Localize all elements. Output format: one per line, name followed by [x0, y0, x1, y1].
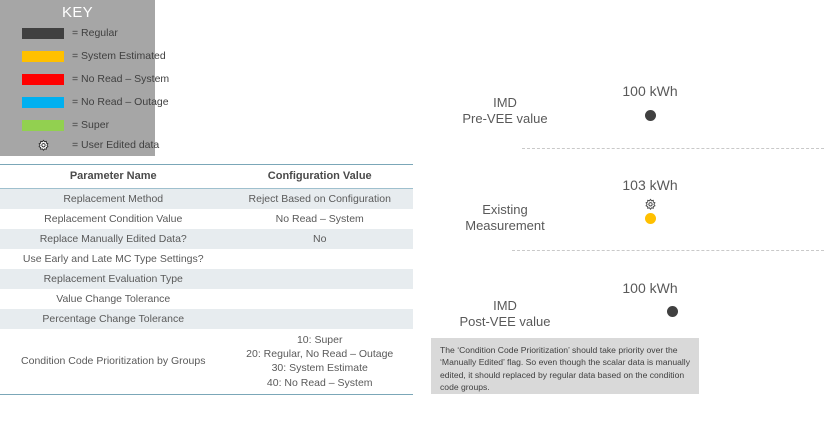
- key-legend-item-super: = Super: [14, 116, 155, 134]
- table-header-row: Parameter Name Configuration Value: [0, 164, 413, 189]
- table-row: Replace Manually Edited Data? No: [0, 229, 413, 249]
- key-legend-label-user-edited: = User Edited data: [72, 139, 160, 151]
- pre-vee-stage-label: IMD Pre-VEE value: [462, 95, 548, 127]
- callout-note: The ‘Condition Code Prioritization’ shou…: [431, 338, 699, 394]
- table-header-parameter-name: Parameter Name: [0, 164, 227, 189]
- color-swatch-no-read-system: [22, 73, 64, 85]
- key-legend-label-system-estimated: = System Estimated: [72, 50, 166, 62]
- table-header-configuration-value: Configuration Value: [226, 164, 413, 189]
- table-cell-parameter-name: Replace Manually Edited Data?: [0, 229, 227, 249]
- color-swatch-regular: [22, 27, 64, 39]
- key-legend-label-no-read-outage: = No Read – Outage: [72, 96, 169, 108]
- table-cell-config-value: [226, 249, 413, 269]
- key-legend-item-no-read-system: = No Read – System: [14, 70, 169, 88]
- key-legend-label-no-read-system: = No Read – System: [72, 73, 170, 85]
- table-cell-config-value: [226, 269, 413, 289]
- color-swatch-no-read-outage: [22, 96, 64, 108]
- table-cell-parameter-name: Replacement Evaluation Type: [0, 269, 227, 289]
- gear-icon-wrapper: [22, 138, 64, 152]
- callout-note-text: The ‘Condition Code Prioritization’ shou…: [440, 345, 691, 393]
- table-row: Condition Code Prioritization by Groups …: [0, 329, 413, 395]
- configuration-parameter-table: Parameter Name Configuration Value Repla…: [0, 164, 413, 395]
- table-cell-parameter-name: Replacement Method: [0, 188, 227, 209]
- table-cell-config-value: No: [226, 229, 413, 249]
- table-cell-config-value: [226, 289, 413, 309]
- key-legend-item-system-estimated: = System Estimated: [14, 47, 166, 65]
- pre-vee-value-label: 100 kWh: [622, 83, 678, 99]
- pre-vee-data-point: [645, 110, 656, 121]
- existing-measurement-data-point: [645, 213, 656, 224]
- divider-line-2: [512, 250, 824, 251]
- divider-line-1: [522, 148, 824, 149]
- existing-measurement-stage-label: Existing Measurement: [465, 202, 545, 234]
- key-legend-box: KEY = Regular = System Estimated = No Re…: [0, 0, 169, 156]
- table-cell-parameter-name: Use Early and Late MC Type Settings?: [0, 249, 227, 269]
- table-cell-config-value: No Read – System: [226, 209, 413, 229]
- table-row: Use Early and Late MC Type Settings?: [0, 249, 413, 269]
- table-cell-config-value: Reject Based on Configuration: [226, 188, 413, 209]
- table-row: Replacement Method Reject Based on Confi…: [0, 188, 413, 209]
- vee-flow-diagram: 100 kWh IMD Pre-VEE value 103 kWh Existi…: [415, 0, 824, 423]
- gear-icon: [37, 139, 49, 151]
- color-swatch-super: [22, 119, 64, 131]
- table-row: Percentage Change Tolerance: [0, 309, 413, 329]
- table-cell-config-value: [226, 309, 413, 329]
- table-row: Replacement Condition Value No Read – Sy…: [0, 209, 413, 229]
- key-legend-title: KEY: [62, 4, 93, 21]
- existing-measurement-value-label: 103 kWh: [622, 177, 678, 193]
- table-cell-config-value: 10: Super 20: Regular, No Read – Outage …: [226, 329, 413, 395]
- color-swatch-system-estimated: [22, 50, 64, 62]
- key-legend-item-no-read-outage: = No Read – Outage: [14, 93, 169, 111]
- table-cell-parameter-name: Condition Code Prioritization by Groups: [0, 329, 227, 395]
- post-vee-data-point: [667, 306, 678, 317]
- key-legend-label-super: = Super: [72, 119, 110, 131]
- table-row: Replacement Evaluation Type: [0, 269, 413, 289]
- table-cell-parameter-name: Value Change Tolerance: [0, 289, 227, 309]
- post-vee-value-label: 100 kWh: [622, 280, 678, 296]
- table-cell-parameter-name: Percentage Change Tolerance: [0, 309, 227, 329]
- key-legend-item-regular: = Regular: [14, 24, 155, 42]
- table-row: Value Change Tolerance: [0, 289, 413, 309]
- key-legend-item-user-edited: = User Edited data: [14, 136, 159, 154]
- key-legend-label-regular: = Regular: [72, 27, 118, 39]
- gear-icon: [645, 198, 656, 210]
- table-cell-parameter-name: Replacement Condition Value: [0, 209, 227, 229]
- post-vee-stage-label: IMD Post-VEE value: [459, 298, 551, 330]
